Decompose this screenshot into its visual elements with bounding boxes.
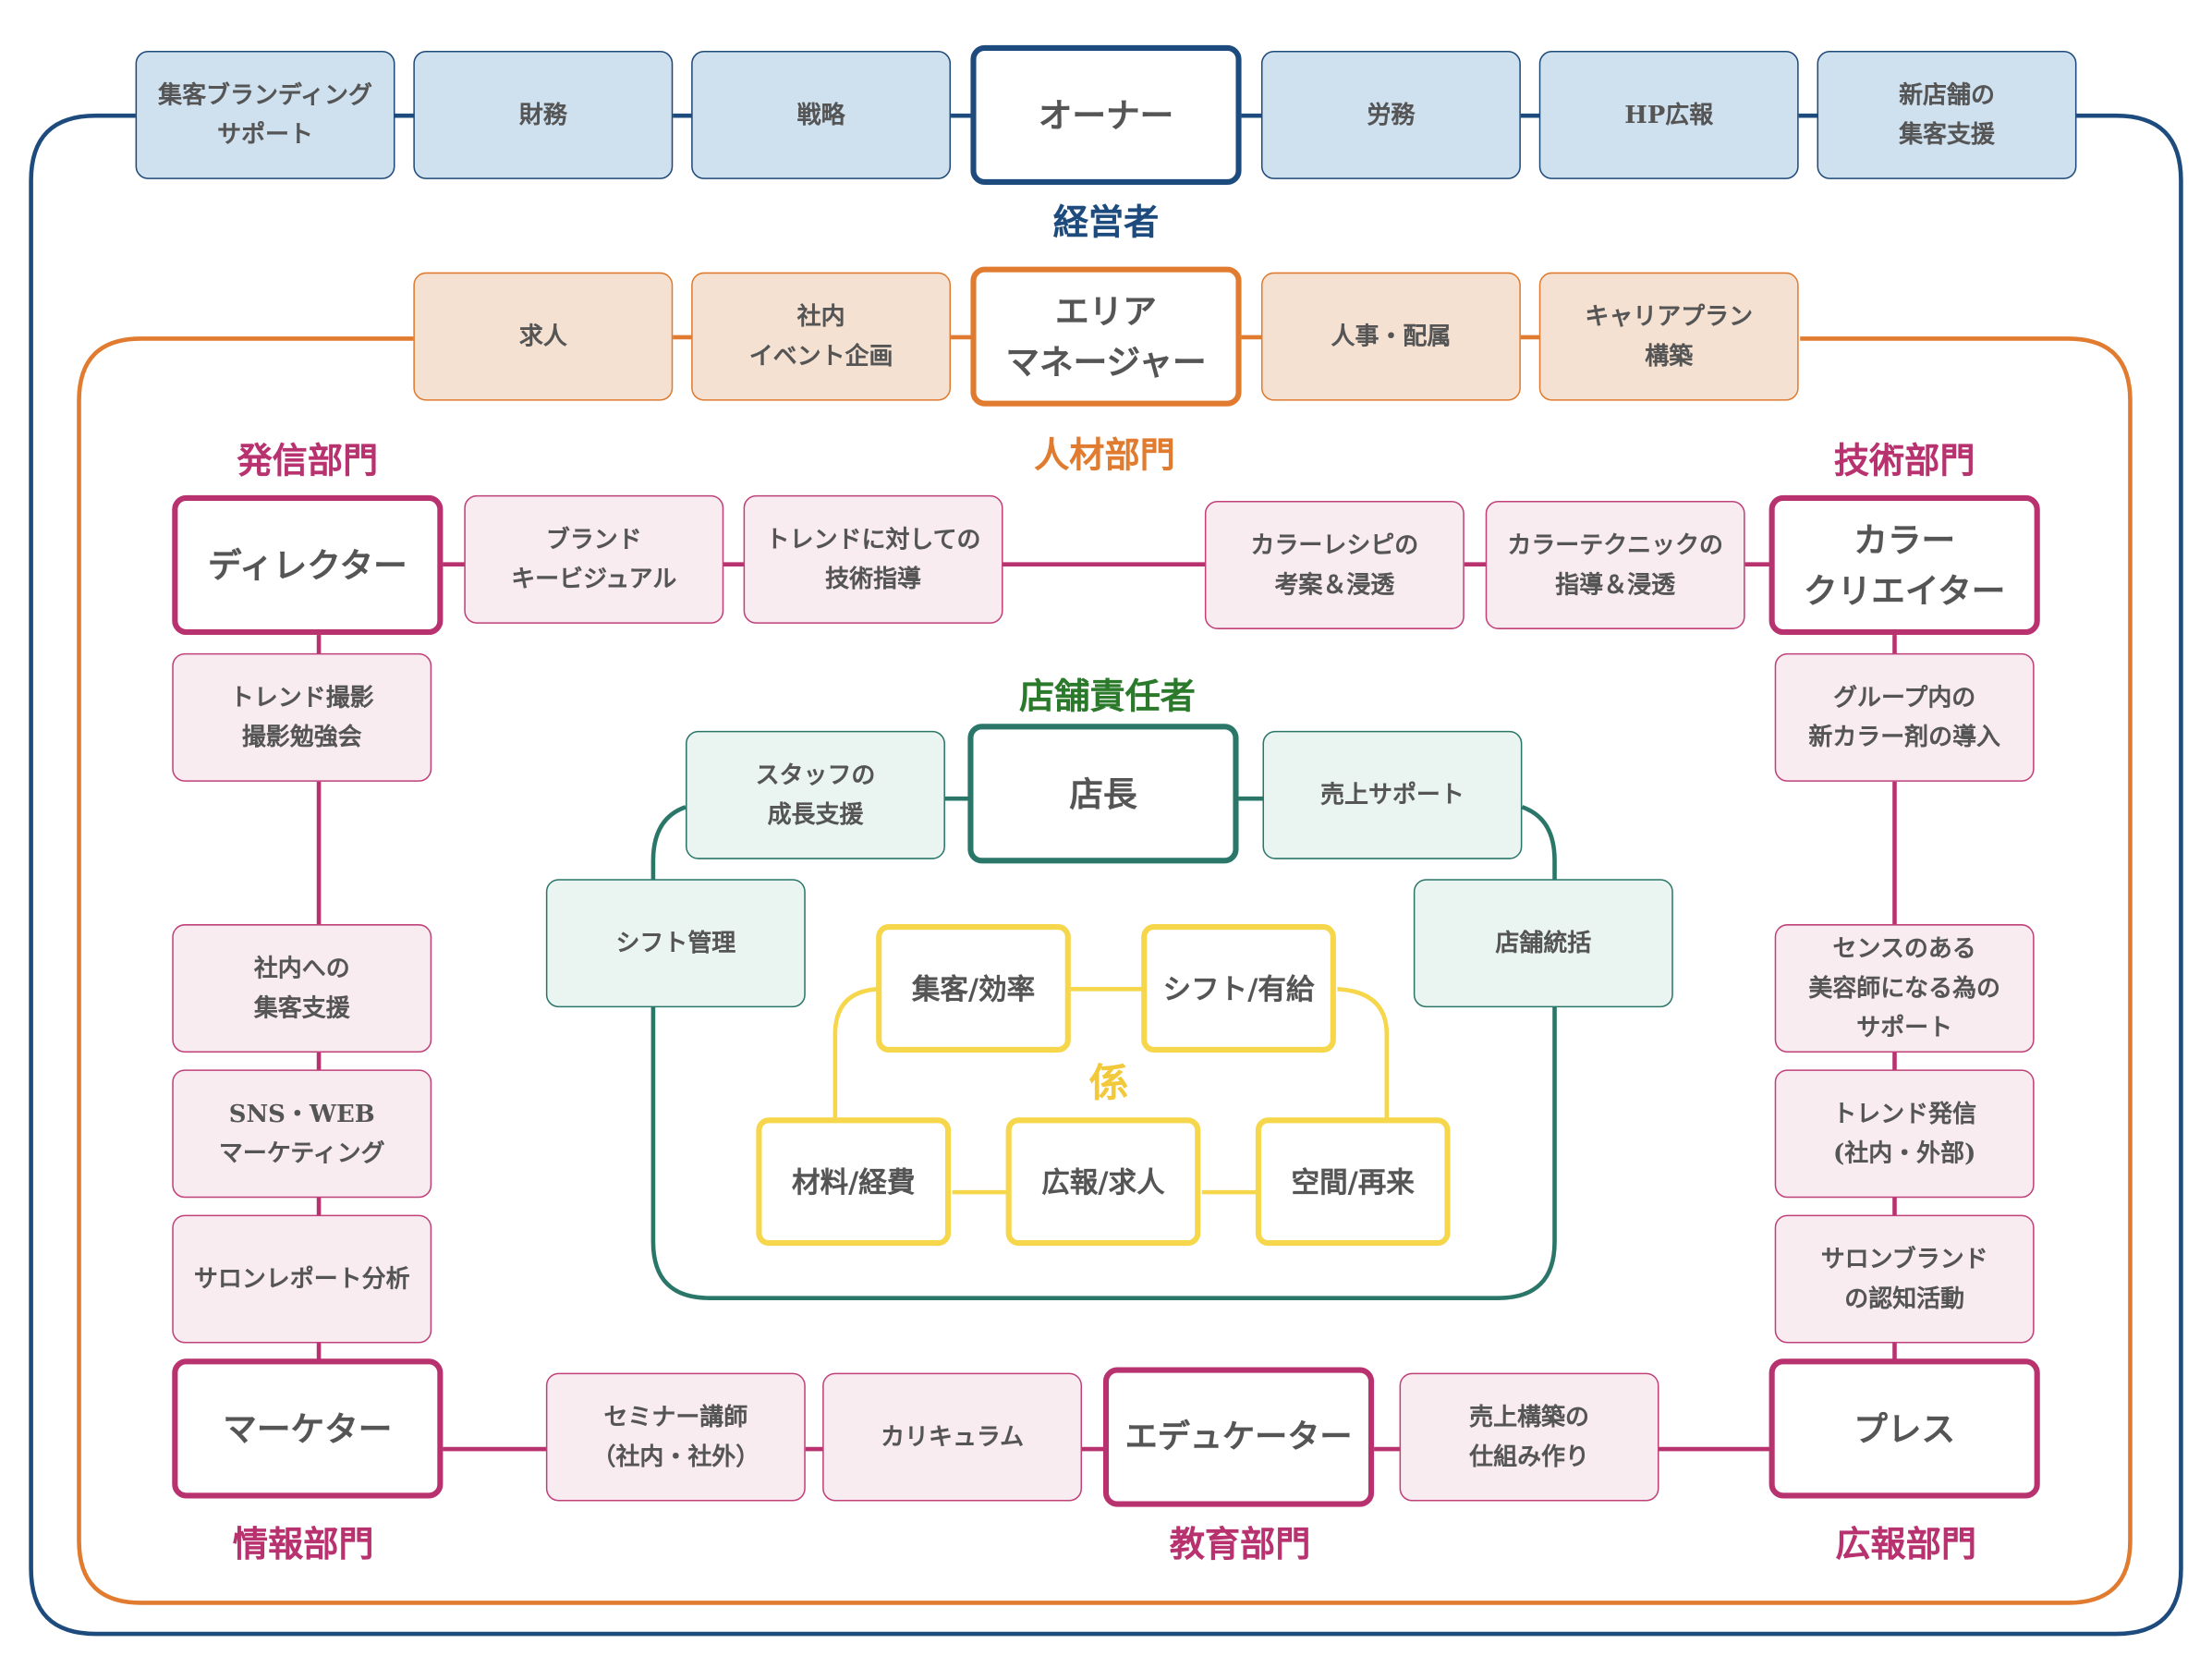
area-manager-box: エリア マネージャー (970, 266, 1242, 407)
owner-item: HP広報 (1538, 50, 1799, 179)
staff-item: 広報/求人 (1005, 1117, 1201, 1247)
owner-item: 新店舗の 集客支援 (1817, 50, 2077, 179)
educator-box: エデュケーター (1102, 1367, 1375, 1507)
press-item: サロンブランド の認知活動 (1774, 1214, 2035, 1344)
owner-item: 労務 (1260, 50, 1521, 179)
store-item: スタッフの 成長支援 (686, 730, 945, 859)
educator-item: セミナー講師 （社内・社外） (545, 1372, 806, 1502)
marketer-box: マーケター (172, 1358, 444, 1499)
director-item: トレンド撮影 撮影勉強会 (172, 652, 432, 782)
education-dept-label: 教育部門 (1169, 1523, 1311, 1565)
owner-item: 戦略 (691, 50, 952, 179)
store-item: 売上サポート (1262, 730, 1523, 859)
marketer-item: 社内への 集客支援 (172, 924, 432, 1053)
tech-dept-label: 技術部門 (1833, 440, 1975, 481)
staff-item: 空間/再来 (1255, 1117, 1451, 1247)
educator-item: 売上構築の 仕組み作り (1399, 1372, 1659, 1502)
store-manager-box: 店長 (967, 724, 1239, 864)
director-box: ディレクター (172, 494, 444, 636)
marketer-item: サロンレポート分析 (172, 1214, 432, 1344)
hr-dept-label: 人材部門 (1034, 434, 1175, 476)
marketer-item: SNS・WEB マーケティング (172, 1069, 432, 1199)
owner-frame (29, 113, 2183, 1637)
director-item: トレンドに対しての 技術指導 (743, 494, 1003, 624)
hr-item: 人事・配属 (1260, 272, 1521, 401)
broadcast-dept-label: 発信部門 (237, 440, 379, 481)
pr-dept-label: 広報部門 (1835, 1523, 1977, 1565)
hr-frame (77, 336, 2133, 1605)
store-manager-label: 店舗責任者 (1019, 676, 1196, 717)
color-creator-item: カラーレシピの 考案＆浸透 (1204, 501, 1465, 629)
press-item: センスのある 美容師になる為の サポート (1774, 924, 2035, 1053)
department-connectors (316, 562, 1897, 1452)
color-creator-item: カラーテクニックの 指導＆浸透 (1485, 501, 1745, 629)
staff-item: 材料/経費 (756, 1117, 952, 1247)
staff-label: 係 (1088, 1059, 1129, 1107)
owner-box: オーナー (970, 44, 1242, 186)
hr-item: 求人 (413, 272, 674, 401)
staff-connectors (833, 986, 1390, 1195)
hr-item: 社内 イベント企画 (691, 272, 952, 401)
store-frame (650, 796, 1557, 1300)
color-creator-item: グループ内の 新カラー剤の導入 (1774, 652, 2035, 782)
director-item: ブランド キービジュアル (464, 494, 724, 624)
staff-item: 集客/効率 (876, 924, 1071, 1053)
owner-item: 集客ブランディング サポート (135, 50, 395, 179)
staff-item: シフト/有給 (1141, 924, 1336, 1053)
owner-item: 財務 (413, 50, 674, 179)
hr-item: キャリアプラン 構築 (1538, 272, 1799, 401)
educator-item: カリキュラム (822, 1372, 1083, 1502)
press-item: トレンド発信 (社内・外部) (1774, 1069, 2035, 1199)
store-item: シフト管理 (545, 879, 806, 1008)
management-label: 経営者 (1052, 201, 1160, 243)
color-creator-box: カラー クリエイター (1768, 494, 2040, 636)
press-box: プレス (1768, 1358, 2040, 1499)
info-dept-label: 情報部門 (232, 1523, 374, 1565)
store-item: 店舗統括 (1413, 879, 1673, 1008)
